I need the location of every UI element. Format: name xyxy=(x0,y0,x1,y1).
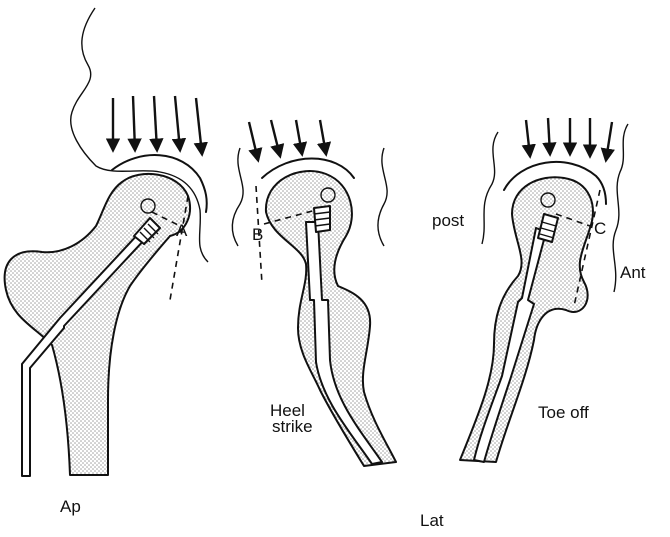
heel-post-outline xyxy=(232,148,243,246)
toe-implant xyxy=(474,228,546,462)
heel-load-arrows xyxy=(249,120,326,160)
ap-view: A Ap xyxy=(5,8,208,516)
heel-strike-view: B Heel strike xyxy=(232,120,396,466)
toe-off-view: C post Ant Toe off xyxy=(432,118,646,462)
ap-load-arrows xyxy=(113,96,202,154)
ap-label: Ap xyxy=(60,497,81,516)
ap-femur xyxy=(5,174,190,475)
toe-off-label: Toe off xyxy=(538,403,589,422)
point-a-label: A xyxy=(176,221,188,240)
point-b-label: B xyxy=(252,225,263,244)
toe-post-outline xyxy=(482,132,498,244)
toe-load-arrows xyxy=(526,118,612,160)
lat-label: Lat xyxy=(420,511,444,530)
heel-strike-label-2: strike xyxy=(272,417,313,436)
heel-ant-outline xyxy=(378,148,387,246)
post-label: post xyxy=(432,211,464,230)
ant-label: Ant xyxy=(620,263,646,282)
point-c-label: C xyxy=(594,219,606,238)
